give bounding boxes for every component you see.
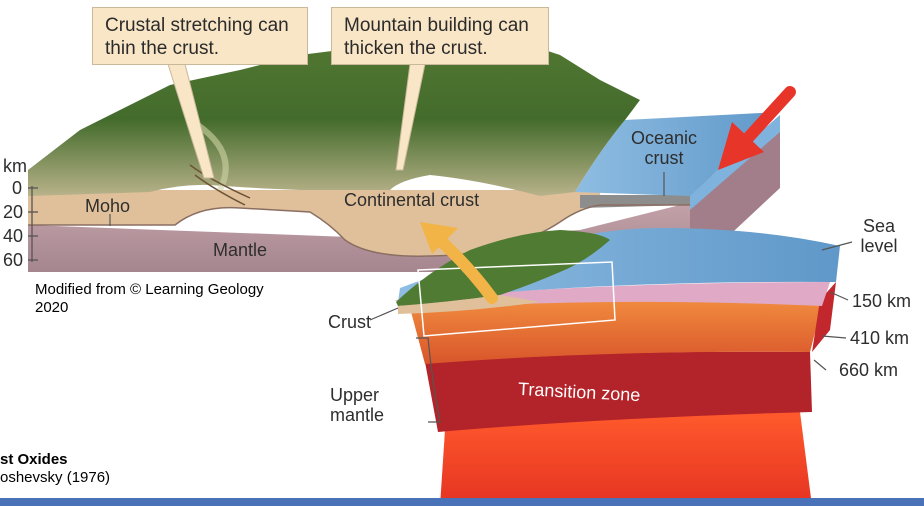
lower-mantle-layer: [440, 412, 812, 506]
upper-mantle-layer: [410, 301, 822, 364]
depth-tick-40: 40: [3, 226, 24, 246]
depth-tick-60: 60: [3, 250, 24, 270]
ocean-surface: [575, 112, 780, 196]
oxides-source-text: oshevsky (1976): [0, 469, 111, 486]
mountain-callout-text: Mountain building can thicken the crust.: [344, 15, 529, 59]
oxides-heading-text: st Oxides: [0, 451, 68, 468]
mantle-label: Mantle: [213, 240, 268, 260]
terrain-surface: [28, 25, 640, 196]
red-arrow-icon: [718, 86, 796, 170]
stretching-callout: Crustal stretching can thin the crust.: [92, 7, 308, 65]
sea-level-label: Sea level: [860, 216, 898, 256]
depth-unit-label: km: [3, 156, 27, 176]
figure-credit-text: Modified from © Learning Geology 2020: [35, 281, 264, 316]
oxides-source: oshevsky (1976): [0, 469, 110, 487]
continental-crust-layer: [28, 190, 600, 257]
land-section: [396, 230, 610, 306]
moho-label: Moho: [85, 196, 131, 216]
zoom-box: [417, 261, 616, 337]
oceanic-crust-label: Oceanic crust: [630, 128, 698, 168]
stretching-callout-text: Crustal stretching can thin the crust.: [105, 15, 289, 59]
depth-scale: [28, 186, 38, 262]
leader-lines: [109, 172, 853, 423]
depth-660-label: 660 km: [839, 360, 899, 380]
earth-section: [395, 228, 840, 506]
transition-zone-layer: [425, 351, 812, 432]
crust-label: Crust: [328, 312, 372, 332]
oxides-heading: st Oxides: [0, 451, 68, 469]
bottom-accent-bar: [0, 498, 924, 506]
figure-credit: Modified from © Learning Geology 2020: [35, 281, 295, 317]
depth-tick-0: 0: [12, 178, 23, 198]
depth-150-label: 150 km: [852, 291, 912, 311]
depth-tick-20: 20: [3, 202, 24, 222]
depth-410-label: 410 km: [850, 328, 910, 348]
upper-mantle-label: Upper mantle: [330, 385, 385, 425]
continental-crust-label: Continental crust: [344, 190, 480, 210]
orange-arrow-icon: [420, 222, 498, 304]
mountain-callout: Mountain building can thicken the crust.: [331, 7, 549, 65]
moho-line: [28, 204, 690, 257]
